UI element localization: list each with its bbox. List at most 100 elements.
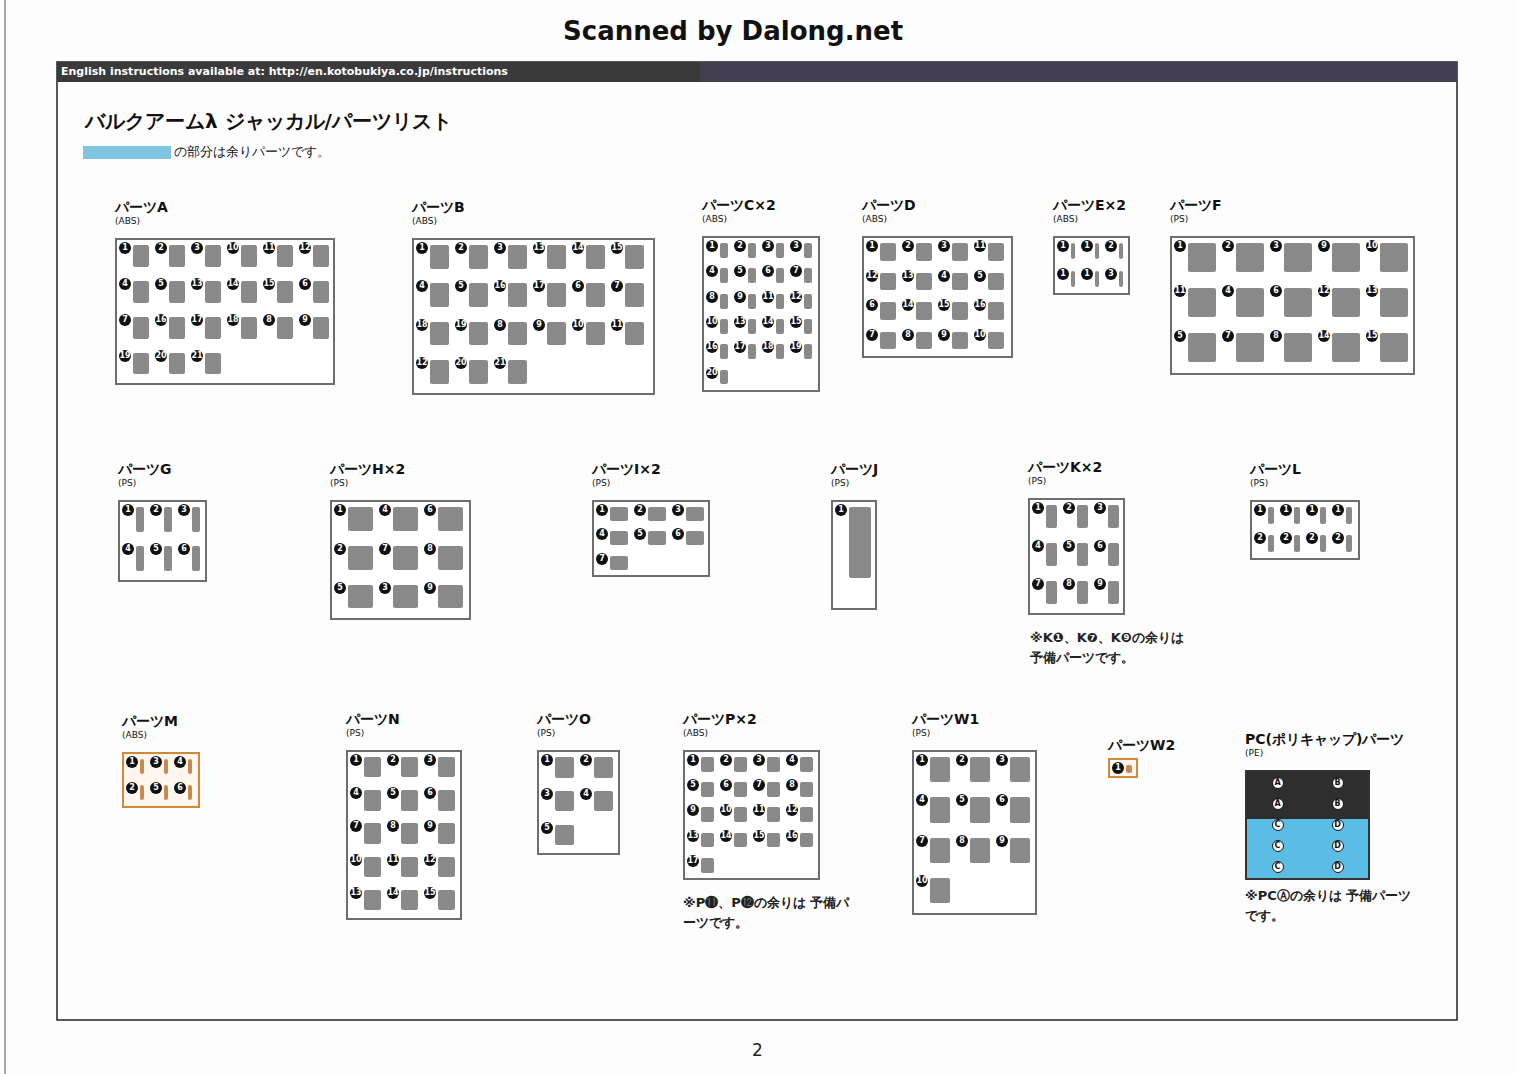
- part-cell: 6: [176, 541, 204, 580]
- callout-number: 15: [790, 316, 802, 328]
- part-shape: [469, 245, 488, 269]
- callout-number: 15: [424, 887, 436, 899]
- part-shape: [401, 857, 418, 877]
- callout-number: 6: [762, 265, 774, 277]
- part-shape: [594, 791, 613, 811]
- callout-number: 19: [455, 319, 467, 331]
- part-name: パーツA: [115, 198, 335, 216]
- part-cell: 15: [936, 297, 972, 326]
- callout-number: C: [1272, 861, 1284, 873]
- part-cell: 5: [385, 785, 422, 818]
- part-name: パーツH×2: [330, 460, 471, 478]
- runner-heading: パーツI×2(PS): [592, 460, 710, 500]
- part-cell: 15: [1364, 328, 1412, 373]
- callout-number: 8: [706, 291, 718, 303]
- part-shape: [1071, 243, 1075, 259]
- part-cell: 3: [1092, 500, 1123, 537]
- part-cell: 7: [864, 327, 900, 356]
- callout-number: 11: [387, 854, 399, 866]
- part-cell: 4: [1220, 283, 1268, 328]
- part-cell: 6: [422, 785, 459, 818]
- part-shape: [952, 273, 968, 291]
- part-cell: 18: [225, 312, 261, 347]
- material: (ABS): [412, 216, 655, 227]
- material: (PS): [1028, 476, 1125, 487]
- part-cell: 1: [120, 502, 148, 541]
- part-cell: 17: [732, 339, 760, 364]
- callout-number: 8: [1270, 330, 1282, 342]
- part-shape: [748, 268, 756, 283]
- part-shape: [1046, 581, 1057, 604]
- callout-number: 1: [122, 504, 134, 516]
- callout-number: 8: [263, 314, 275, 326]
- runner-heading: パーツJ(PS): [831, 460, 878, 500]
- callout-number: 2: [734, 240, 746, 252]
- callout-number: 7: [379, 543, 391, 555]
- part-cell: 3: [936, 238, 972, 267]
- callout-number: 2: [1306, 532, 1318, 544]
- part-shape: [701, 807, 714, 822]
- part-shape: [348, 507, 373, 531]
- material: (PS): [1250, 478, 1360, 489]
- runner-frame: 12345: [537, 750, 620, 855]
- callout-number: 4: [786, 754, 798, 766]
- runner-frame: 12334567891112101314151617181920: [702, 236, 820, 392]
- part-cell: 2: [1304, 530, 1330, 558]
- callout-number: 1: [126, 756, 138, 768]
- part-shape: [430, 360, 449, 384]
- callout-number: 1: [1254, 504, 1266, 516]
- callout-number: 6: [1270, 285, 1282, 297]
- callout-number: 10: [227, 242, 239, 254]
- callout-number: 6: [178, 543, 190, 555]
- part-cell: 3: [422, 752, 459, 785]
- callout-number: 6: [672, 528, 684, 540]
- callout-number: 2: [580, 754, 592, 766]
- callout-number: 20: [155, 350, 167, 362]
- callout-number: 8: [387, 820, 399, 832]
- part-shape: [748, 319, 756, 334]
- callout-number: 10: [974, 329, 986, 341]
- part-cell: 19: [453, 317, 492, 355]
- part-cell: 7: [914, 833, 954, 873]
- part-cell: 3: [176, 502, 204, 541]
- callout-number: 5: [687, 779, 699, 791]
- part-cell: 1: [594, 502, 632, 526]
- part-cell: C: [1248, 836, 1308, 857]
- callout-number: 1: [866, 240, 878, 252]
- callout-number: 5: [155, 278, 167, 290]
- part-shape: [241, 317, 257, 339]
- callout-number: 2: [334, 543, 346, 555]
- part-shape: [930, 838, 950, 863]
- part-shape: [1332, 333, 1360, 362]
- part-cell: 5: [453, 278, 492, 316]
- runner-heading: パーツG(PS): [118, 460, 207, 500]
- part-cell: 9: [732, 289, 760, 314]
- part-name: パーツJ: [831, 460, 878, 478]
- part-cell: 2: [1252, 530, 1278, 558]
- part-cell: D: [1308, 836, 1368, 857]
- part-cell: 17: [685, 853, 718, 878]
- part-shape: [930, 797, 950, 822]
- part-cell: 8: [261, 312, 297, 347]
- callout-number: 1: [596, 504, 608, 516]
- part-shape: [364, 857, 381, 877]
- runner-frame: 146278539: [330, 500, 471, 620]
- callout-number: 7: [916, 835, 928, 847]
- part-cell: 14: [900, 297, 936, 326]
- part-cell: 5: [153, 276, 189, 311]
- runner-frame: 123101112451314156716171889192021: [115, 238, 335, 385]
- part-shape: [720, 294, 728, 309]
- runner-box: パーツI×2(PS)1234567: [592, 460, 710, 577]
- callout-number: 15: [263, 278, 275, 290]
- part-shape: [393, 546, 418, 570]
- part-shape: [1046, 505, 1057, 528]
- part-shape: [970, 838, 990, 863]
- part-name: パーツW1: [912, 710, 1037, 728]
- part-cell: 9: [422, 818, 459, 851]
- callout-number: 9: [299, 314, 311, 326]
- part-shape: [438, 757, 455, 777]
- part-name: パーツD: [862, 196, 1013, 214]
- part-cell: 7: [348, 818, 385, 851]
- part-shape: [430, 322, 449, 346]
- callout-number: 5: [1063, 540, 1075, 552]
